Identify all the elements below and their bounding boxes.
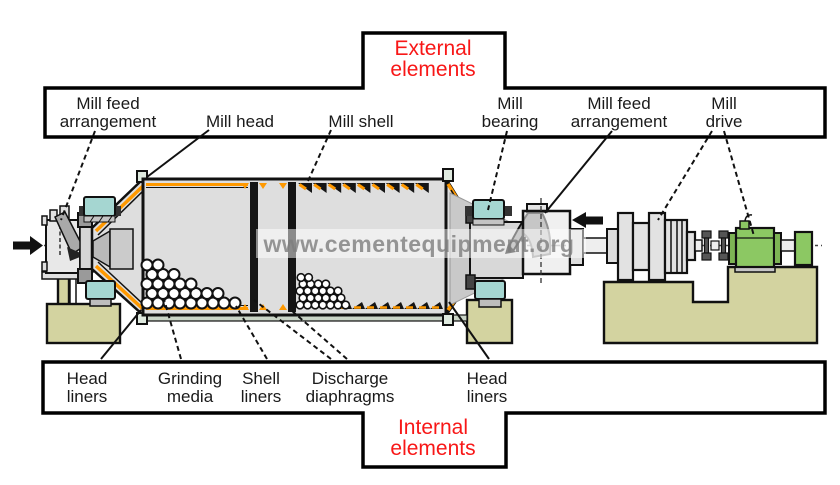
svg-text:Grinding: Grinding bbox=[158, 369, 222, 388]
leader-mill-head bbox=[146, 129, 210, 178]
svg-text:Head: Head bbox=[67, 369, 108, 388]
leader-mill-bearing bbox=[487, 130, 508, 211]
leader-mill-shell bbox=[307, 129, 332, 182]
label-mill-shell: Mill shell bbox=[328, 112, 393, 131]
external-elements-title: External elements bbox=[390, 37, 475, 81]
leader-mill-drive-1 bbox=[657, 130, 713, 221]
leader-grinding-media bbox=[163, 298, 182, 360]
drive-foundation bbox=[602, 265, 819, 345]
svg-text:Mill: Mill bbox=[497, 94, 523, 113]
svg-text:Internal: Internal bbox=[398, 416, 468, 439]
label-head-liners-left: Head liners bbox=[67, 369, 108, 406]
label-mill-drive: Mill drive bbox=[706, 94, 743, 131]
leader-feed-left bbox=[60, 130, 96, 221]
grinding-media-small-balls bbox=[295, 272, 351, 310]
mill-bearing-feed-top bbox=[79, 196, 121, 223]
leader-lines bbox=[60, 129, 755, 360]
label-grinding-media: Grinding media bbox=[158, 369, 222, 406]
svg-text:elements: elements bbox=[390, 58, 475, 81]
external-elements-frame bbox=[43, 31, 827, 139]
svg-text:liners: liners bbox=[467, 387, 508, 406]
svg-text:External: External bbox=[394, 37, 471, 60]
svg-text:liners: liners bbox=[67, 387, 108, 406]
leader-head-liners-right bbox=[448, 301, 490, 360]
svg-text:drive: drive bbox=[706, 112, 743, 131]
svg-text:Mill feed: Mill feed bbox=[587, 94, 650, 113]
mill-bearing-discharge-bottom bbox=[474, 280, 506, 308]
watermark-band bbox=[256, 229, 586, 258]
label-mill-bearing: Mill bearing bbox=[482, 94, 539, 131]
head-flange-top-right bbox=[442, 168, 454, 182]
svg-text:Discharge: Discharge bbox=[312, 369, 389, 388]
mill-drive-gearbox bbox=[616, 211, 703, 282]
leader-diaphragm-1 bbox=[253, 299, 332, 360]
svg-text:Mill: Mill bbox=[711, 94, 737, 113]
leader-mill-drive-2 bbox=[723, 130, 755, 237]
label-mill-head: Mill head bbox=[206, 112, 274, 131]
grinding-media-large-balls bbox=[140, 258, 242, 310]
label-mill-feed-arrangement-left: Mill feed arrangement bbox=[60, 94, 157, 131]
svg-text:Shell: Shell bbox=[242, 369, 280, 388]
diaphragm-liner-ticks bbox=[241, 183, 287, 310]
svg-text:arrangement: arrangement bbox=[571, 112, 668, 131]
mill-bearing-feed-bottom bbox=[85, 280, 116, 307]
svg-text:diaphragms: diaphragms bbox=[306, 387, 395, 406]
motor-outboard-bearing bbox=[793, 230, 814, 267]
ball-mill-drawing: www.cementequipment.org bbox=[13, 168, 822, 345]
watermark-text: www.cementequipment.org bbox=[263, 231, 575, 257]
leader-diaphragm-2 bbox=[290, 309, 348, 360]
mill-feed-arrangement-left bbox=[41, 205, 85, 280]
mill-drive-motor bbox=[728, 214, 814, 273]
internal-elements-title: Internal elements bbox=[390, 416, 475, 460]
discharge-flow-arrow bbox=[572, 212, 603, 228]
discharge-diaphragm-1 bbox=[250, 182, 258, 312]
label-mill-feed-arrangement-right: Mill feed arrangement bbox=[571, 94, 668, 131]
svg-text:elements: elements bbox=[390, 437, 475, 460]
svg-text:arrangement: arrangement bbox=[60, 112, 157, 131]
label-discharge-diaphragms: Discharge diaphragms bbox=[306, 369, 395, 406]
leader-head-liners-left bbox=[100, 309, 142, 360]
head-flange-bottom-right bbox=[442, 313, 454, 326]
feed-pedestal bbox=[45, 302, 122, 345]
mill-head-left bbox=[90, 170, 148, 325]
svg-text:Head: Head bbox=[467, 369, 508, 388]
inlet-flow-arrow bbox=[13, 236, 43, 255]
svg-text:bearing: bearing bbox=[482, 112, 539, 131]
label-head-liners-right: Head liners bbox=[467, 369, 508, 406]
leader-shell-liners bbox=[235, 305, 268, 360]
label-shell-liners: Shell liners bbox=[241, 369, 282, 406]
svg-text:liners: liners bbox=[241, 387, 282, 406]
leader-feed-right bbox=[544, 130, 613, 214]
svg-text:media: media bbox=[167, 387, 214, 406]
shell-liners-chamber2-top bbox=[298, 183, 429, 193]
internal-elements-frame bbox=[41, 360, 827, 469]
svg-text:Mill feed: Mill feed bbox=[76, 94, 139, 113]
drive-couplings bbox=[701, 230, 729, 261]
